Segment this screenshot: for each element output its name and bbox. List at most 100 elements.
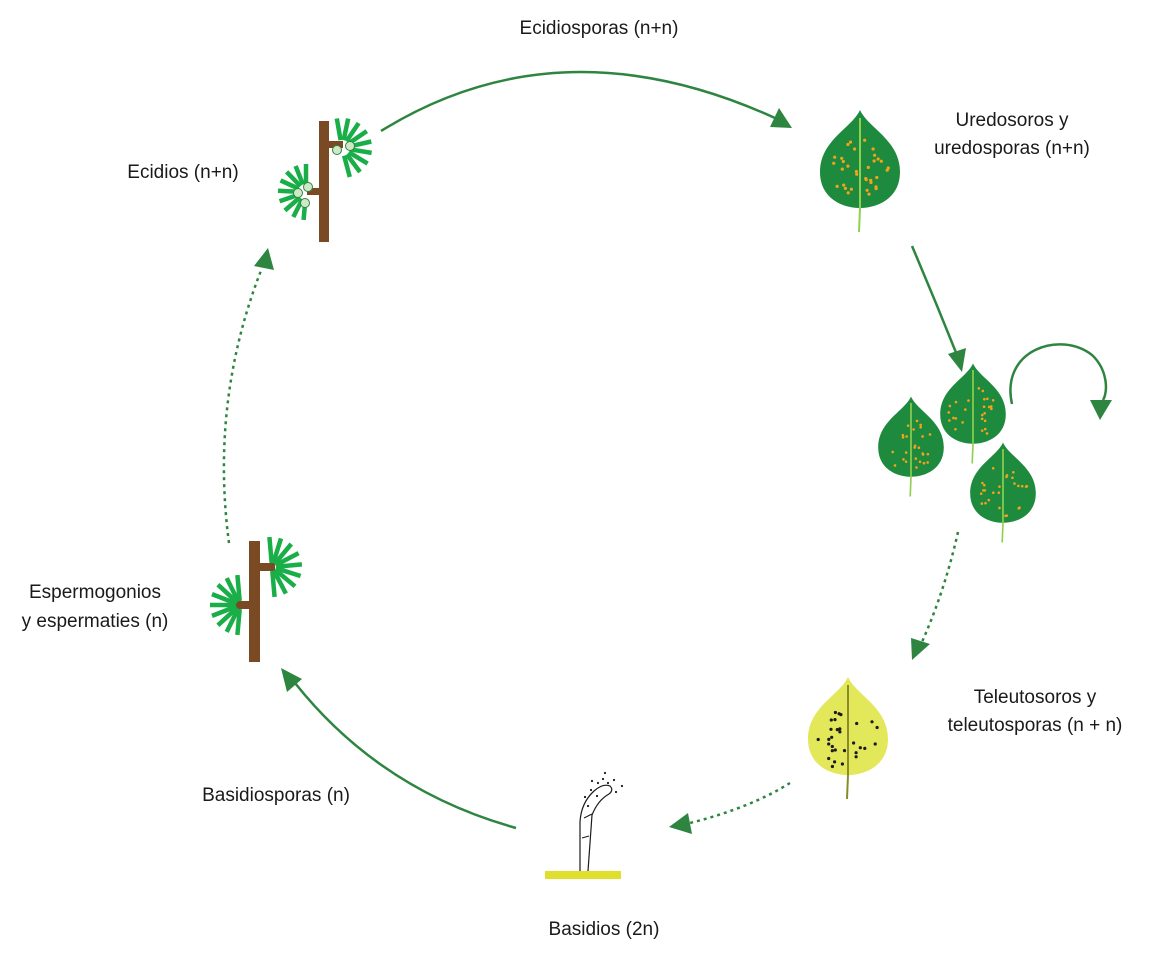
spore-dot — [863, 138, 867, 142]
basidiospore — [589, 788, 593, 792]
basidiospore — [612, 778, 616, 782]
spore-dot — [846, 164, 850, 168]
basidiospore — [596, 781, 600, 785]
needle — [344, 121, 361, 143]
spore-dot — [829, 718, 833, 722]
spore-dot — [835, 184, 839, 188]
leaf-vein — [1001, 449, 1004, 543]
spore-dot — [891, 450, 895, 454]
basidiospore-dots — [583, 771, 624, 808]
spore-dot — [833, 155, 837, 159]
spore-dot — [837, 712, 841, 716]
spore-dot — [1025, 484, 1029, 488]
spore-dot — [829, 727, 833, 731]
spore-dot — [926, 452, 930, 456]
spore-dot — [833, 748, 837, 752]
spore-dot — [854, 755, 858, 759]
arrow-espermogonios-to-ecidios — [222, 248, 274, 544]
label-uredosoros-line2: uredosporas (n+n) — [934, 138, 1090, 159]
spore-dot — [983, 397, 986, 401]
spore-dot — [855, 172, 859, 176]
basidiospore — [590, 779, 594, 783]
basidiospore — [583, 795, 587, 799]
espermogonios-branch-icon — [210, 536, 303, 662]
spore-dot — [842, 749, 847, 753]
spore-dot — [848, 140, 853, 144]
spore-dot — [830, 749, 834, 753]
spore-dot — [906, 424, 910, 427]
spore-dot — [843, 186, 847, 190]
spore-dot — [833, 710, 837, 715]
label-uredosoros-line1: Uredosoros y — [956, 110, 1069, 131]
basidiospore — [586, 804, 590, 808]
spore-dot — [913, 446, 916, 449]
spore-dot — [952, 416, 955, 420]
spore-dot — [870, 720, 874, 724]
spore-dot — [864, 178, 868, 182]
spore-dot — [992, 491, 995, 495]
spore-dot — [1011, 476, 1014, 480]
spore-dot — [863, 746, 867, 750]
spore-dot — [854, 169, 858, 174]
basidios-substrate — [545, 871, 621, 879]
spore-dot — [998, 485, 1001, 488]
spore-dot — [858, 746, 862, 750]
spore-dot — [827, 742, 831, 746]
label-basidios: Basidios (2n) — [549, 919, 660, 940]
espermogonios-stem — [249, 541, 260, 662]
spore-dot — [954, 417, 958, 420]
spore-dot — [852, 741, 856, 745]
spore-dot — [1020, 484, 1024, 488]
needle — [273, 567, 297, 589]
spore-dot — [905, 435, 908, 438]
needle — [224, 577, 241, 603]
spore-dot — [967, 399, 970, 402]
cluster-leaf-left-icon — [878, 396, 944, 497]
spore-dot — [982, 483, 986, 487]
spore-dot — [873, 742, 877, 746]
label-espermogonios-line2: y espermaties (n) — [22, 611, 169, 632]
spore-dot — [840, 167, 844, 171]
spore-dot — [849, 187, 853, 191]
basidiospore — [614, 790, 618, 794]
spore-dot — [998, 506, 1001, 510]
spore-dot — [983, 411, 986, 415]
spore-dot — [917, 446, 921, 450]
leaf-vein — [846, 685, 849, 800]
spore-dot — [832, 161, 836, 165]
spore-dot — [840, 156, 844, 160]
label-ecidiosporas: Ecidiosporas (n+n) — [520, 18, 679, 39]
needle — [211, 592, 238, 606]
spore-dot — [901, 433, 905, 437]
spore-dot — [1005, 474, 1009, 477]
spore-dot — [987, 498, 991, 502]
arrow-ecidiosporas — [380, 70, 792, 133]
spore-dot — [991, 398, 995, 402]
spore-dot — [984, 501, 987, 505]
label-teleutosoros-line2: teleutosporas (n + n) — [948, 715, 1123, 736]
spore-dot — [902, 458, 905, 461]
leaf-vein — [858, 118, 861, 233]
needle — [216, 583, 239, 604]
needle — [235, 608, 242, 636]
ecidios-branch-icon — [277, 118, 372, 242]
spore-dot — [914, 457, 918, 460]
spore-dot — [921, 453, 925, 456]
labels: Ecidiosporas (n+n) Uredosoros y uredospo… — [22, 18, 1123, 940]
needle — [341, 118, 351, 141]
needle — [267, 536, 274, 564]
spore-dot — [979, 492, 983, 496]
needle — [224, 607, 241, 633]
spore-dot — [846, 142, 850, 147]
spore-dot — [830, 735, 834, 739]
basidiospore — [601, 777, 605, 781]
arrow-teleuto-to-basidios — [669, 781, 791, 834]
spore-dot — [926, 461, 929, 464]
teleuto-leaf-icon — [808, 677, 888, 800]
spore-dot — [874, 187, 878, 191]
spore-dot — [982, 405, 986, 409]
leaf-vein — [909, 403, 912, 497]
spore-dot — [841, 159, 845, 164]
spore-dot — [977, 387, 981, 390]
